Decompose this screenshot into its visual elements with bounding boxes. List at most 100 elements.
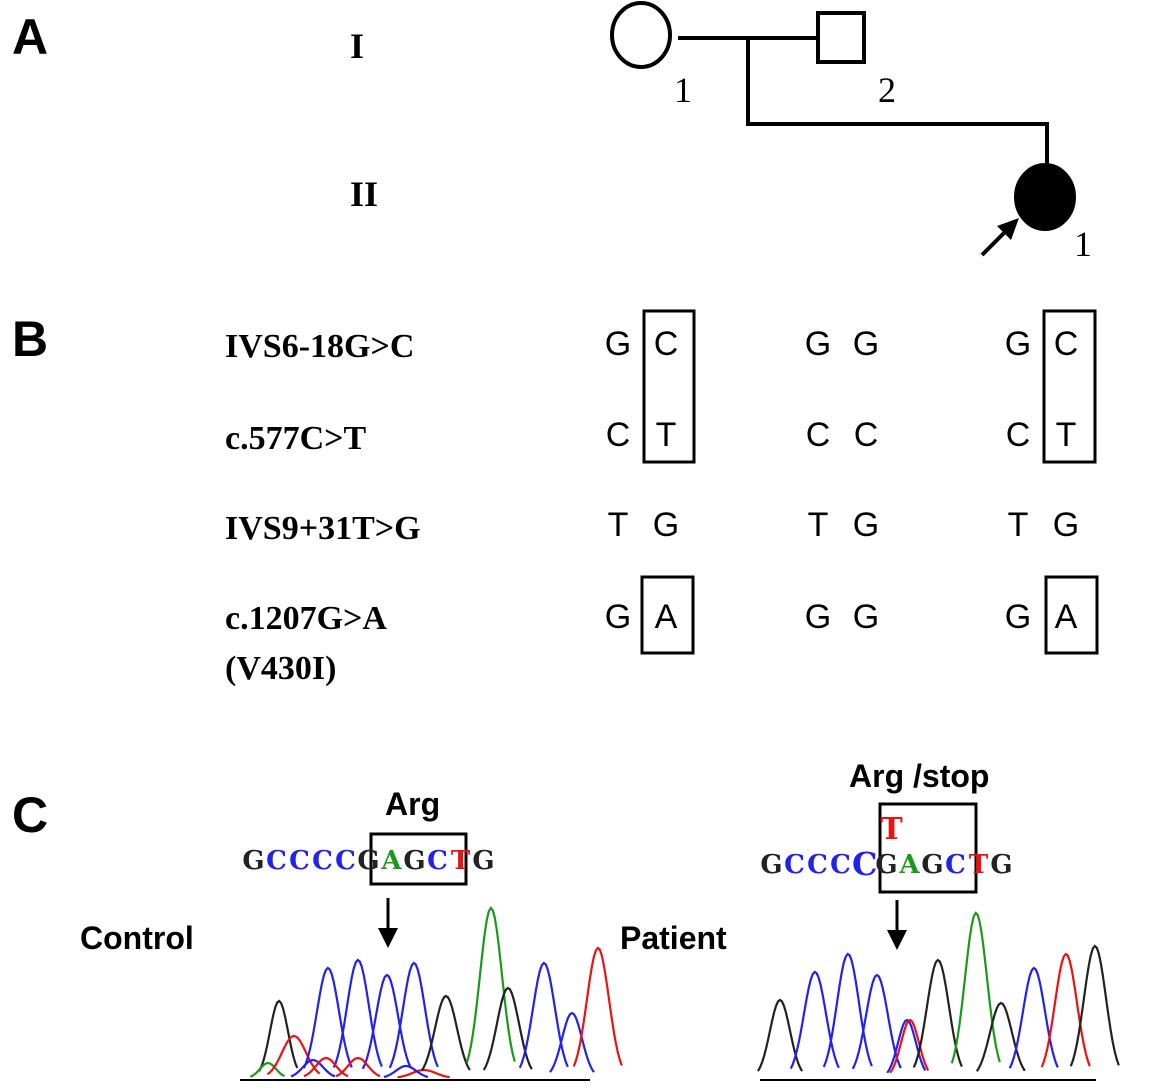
allele-ii-1-row1-2: C [1053, 325, 1079, 363]
allele-ii-1-row2-1: C [1005, 416, 1031, 454]
allele-ii-1-row3-1: T [1007, 506, 1029, 544]
allele-i-2-row2-1: C [805, 416, 831, 454]
variant-label-ivs9: IVS9+31T>G [225, 510, 421, 547]
patient-base-3: C [807, 850, 828, 880]
control-peak-12 [482, 986, 533, 1071]
control-sample-label: Control [80, 920, 194, 956]
allele-ii-1-row3-2: G [1052, 506, 1080, 544]
patient-chromatogram [757, 911, 1120, 1074]
control-peak-10 [420, 994, 471, 1072]
control-peak-6 [332, 958, 383, 1068]
patient-base-9: C [945, 850, 966, 880]
patient-base-4: C [830, 850, 851, 880]
control-base-3: C [289, 846, 310, 876]
individual-i-2-male-symbol [816, 11, 866, 64]
patient-base-1: G [760, 850, 783, 880]
control-peak-9 [397, 1068, 450, 1079]
allele-i-1-row4-2: A [654, 598, 678, 636]
allele-i-2-row3-2: G [852, 506, 880, 544]
allele-ii-1-row4-2: A [1054, 598, 1078, 636]
proband-arrow-icon [980, 218, 1019, 257]
control-base-4: C [312, 846, 333, 876]
allele-i-1-row1-2: C [653, 325, 679, 363]
patient-base-7: A [899, 850, 920, 880]
allele-ii-1-row2-2: T [1055, 416, 1077, 454]
patient-peak-4 [851, 973, 902, 1070]
highlight-box-ii-1-haplotype [1042, 309, 1097, 464]
control-base-9: C [427, 846, 448, 876]
control-peak-2 [249, 1061, 285, 1078]
patient-peak-3 [822, 952, 873, 1068]
control-base-7: A [381, 846, 402, 876]
patient-base-5: C [852, 845, 878, 883]
individual-ii-1-number: 1 [1074, 224, 1092, 264]
control-codon-box [369, 832, 468, 886]
individual-i-1-female-symbol [610, 1, 672, 69]
allele-i-2-row4-1: G [804, 598, 832, 636]
control-base-1: G [242, 846, 265, 876]
control-peak-4 [290, 1058, 336, 1078]
panel-label-a: A [12, 9, 49, 65]
patient-position-arrow-icon [887, 900, 907, 950]
variant-label-c1207: c.1207G>A [225, 600, 387, 637]
patient-codon-label: Arg /stop [849, 758, 990, 794]
patient-codon-box [878, 802, 978, 894]
patient-base-8: G [921, 850, 944, 880]
patient-heterozygous-base: T [880, 812, 903, 847]
highlight-box-i-1-v430i [640, 575, 695, 655]
allele-i-1-row2-2: T [655, 416, 677, 454]
control-peak-7 [361, 973, 412, 1070]
patient-peak-1 [757, 998, 803, 1072]
patient-base-2: C [784, 850, 805, 880]
allele-i-1-row3-2: G [652, 506, 680, 544]
allele-i-2-row2-2: C [853, 416, 879, 454]
allele-i-1-row1-1: G [604, 325, 632, 363]
control-codon-label: Arg [385, 786, 441, 822]
control-chromatogram [249, 906, 623, 1079]
control-peak-1 [258, 999, 299, 1072]
patient-base-10: T [968, 850, 989, 880]
generation-label-ii: II [350, 174, 379, 214]
patient-peak-11 [1040, 952, 1091, 1068]
allele-i-2-row3-1: T [807, 506, 829, 544]
control-peak-13 [518, 961, 569, 1069]
allele-i-1-row2-1: C [605, 416, 631, 454]
patient-peak-8 [950, 911, 1001, 1064]
control-peak-16 [335, 1056, 381, 1078]
patient-sample-label: Patient [620, 920, 727, 956]
control-peak-8 [388, 961, 439, 1069]
allele-i-1-row3-1: T [607, 506, 629, 544]
control-peak-18 [383, 1064, 429, 1078]
allele-ii-1-row4-1: G [1004, 598, 1032, 636]
allele-i-2-row1-1: G [804, 325, 832, 363]
patient-peak-9 [975, 1001, 1026, 1072]
individual-i-1-number: 1 [674, 70, 692, 110]
patient-peak-7 [912, 958, 963, 1068]
control-base-8: G [403, 846, 426, 876]
individual-ii-1-affected-female-symbol [1014, 163, 1076, 231]
allele-ii-1-row1-1: G [1004, 325, 1032, 363]
control-base-10: T [450, 846, 471, 876]
allele-i-2-row4-2: G [852, 598, 880, 636]
control-base-6: G [357, 846, 380, 876]
generation-label-i: I [350, 26, 365, 66]
control-peak-3 [266, 1034, 321, 1076]
panel-label-c: C [12, 787, 49, 843]
control-base-5: C [335, 846, 356, 876]
patient-peak-6 [889, 1018, 930, 1074]
control-peak-15 [572, 946, 623, 1067]
allele-i-1-row4-1: G [604, 598, 632, 636]
highlight-box-i-1-haplotype [642, 309, 696, 464]
variant-sublabel-v430i: (V430I) [225, 650, 337, 687]
highlight-box-ii-1-v430i [1044, 575, 1099, 655]
control-base-2: C [266, 846, 287, 876]
individual-i-2-number: 2 [878, 70, 896, 110]
allele-i-2-row1-2: G [852, 325, 880, 363]
patient-base-6: G [875, 850, 898, 880]
control-peak-11 [465, 906, 516, 1064]
patient-peak-2 [789, 970, 840, 1070]
control-peak-17 [303, 1056, 349, 1078]
control-peak-5 [302, 966, 353, 1069]
